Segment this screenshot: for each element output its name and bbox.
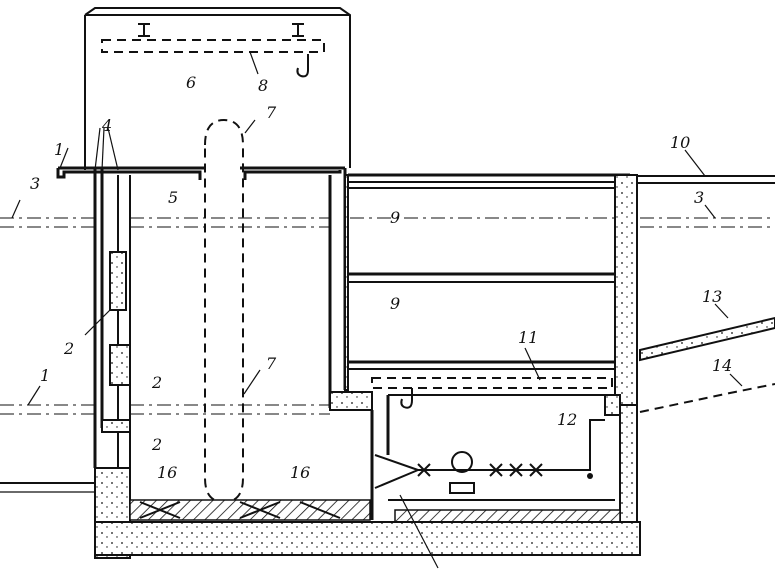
operating-floor (56, 166, 345, 180)
superstructure-roof (84, 7, 351, 168)
crane-beam (101, 23, 325, 78)
label-3-right: 3 (694, 188, 705, 207)
label-13: 13 (702, 287, 723, 306)
label-2-middle: 2 (152, 373, 163, 392)
label-9-lower: 9 (390, 294, 401, 313)
label-11: 11 (518, 328, 539, 347)
label-14: 14 (712, 356, 733, 375)
label-9-upper: 9 (390, 208, 401, 227)
label-3-left: 3 (30, 174, 41, 193)
label-1-bottom: 1 (40, 366, 51, 385)
label-5: 5 (168, 188, 179, 207)
label-12: 12 (557, 410, 578, 429)
water-level-low (0, 404, 330, 415)
label-4: 4 (102, 116, 113, 135)
label-16-left: 16 (157, 463, 178, 482)
label-6: 6 (186, 73, 197, 92)
pump-chamber (348, 173, 638, 556)
access-bridge (637, 175, 775, 184)
label-10: 10 (670, 133, 691, 152)
embankment-slope (639, 316, 775, 413)
lower-chamber (370, 394, 621, 520)
suction-pipe (204, 118, 244, 504)
pipeline-valves (374, 419, 605, 494)
intake-shaft (93, 168, 373, 559)
water-level-high (0, 217, 775, 228)
label-7-top: 7 (266, 103, 277, 122)
leader-lines (11, 51, 743, 569)
bottom-slab (94, 499, 641, 556)
label-16-right: 16 (290, 463, 311, 482)
label-7-bottom: 7 (266, 354, 277, 373)
label-2-upper: 2 (64, 339, 75, 358)
label-8: 8 (258, 76, 269, 95)
label-1-top: 1 (54, 140, 65, 159)
river-bed-left (0, 482, 95, 493)
label-2-lower: 2 (152, 435, 163, 454)
